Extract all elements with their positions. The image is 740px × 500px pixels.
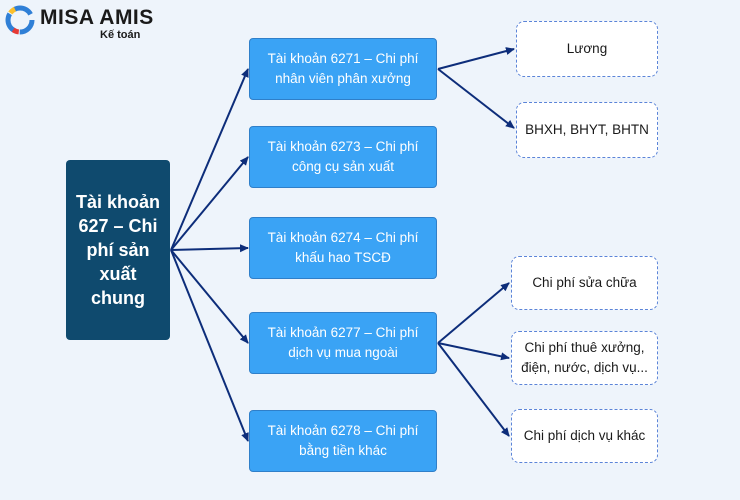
leaf-chi-phi-thue-xuong: Chi phí thuê xưởng, điện, nước, dịch vụ.… [511, 331, 658, 385]
arrow-root-to-6273 [170, 156, 249, 251]
arrow-6277-to-sua-chua [437, 282, 510, 344]
root-account-627: Tài khoản 627 – Chi phí sản xuất chung [66, 160, 170, 340]
arrow-root-to-6278 [170, 249, 249, 442]
arrow-root-to-6277 [170, 249, 249, 344]
branch-account-6271: Tài khoản 6271 – Chi phí nhân viên phân … [249, 38, 437, 100]
branch-account-6274: Tài khoản 6274 – Chi phí khấu hao TSCĐ [249, 217, 437, 279]
logo-name: MISA AMIS [40, 6, 154, 29]
leaf-bhxh-bhyt-bhtn: BHXH, BHYT, BHTN [516, 102, 658, 158]
leaf-chi-phi-dich-vu-khac: Chi phí dịch vụ khác [511, 409, 658, 463]
arrow-root-to-6271 [170, 68, 249, 251]
misa-amis-logo: MISA AMIS Kế toán [4, 4, 164, 44]
leaf-luong: Lương [516, 21, 658, 77]
logo-subtitle: Kế toán [100, 29, 141, 41]
leaf-chi-phi-sua-chua: Chi phí sửa chữa [511, 256, 658, 310]
arrow-6271-to-bhxh [437, 68, 515, 129]
branch-account-6273: Tài khoản 6273 – Chi phí công cụ sản xuấ… [249, 126, 437, 188]
arrow-6277-to-dich-vu-khac [437, 342, 510, 437]
branch-account-6278: Tài khoản 6278 – Chi phí bằng tiền khác [249, 410, 437, 472]
arrow-root-to-6274 [170, 244, 249, 253]
branch-account-6277: Tài khoản 6277 – Chi phí dịch vụ mua ngo… [249, 312, 437, 374]
arrow-6271-to-luong [437, 47, 515, 70]
arrow-6277-to-thue-xuong [437, 342, 510, 361]
misa-logo-icon [5, 5, 35, 35]
